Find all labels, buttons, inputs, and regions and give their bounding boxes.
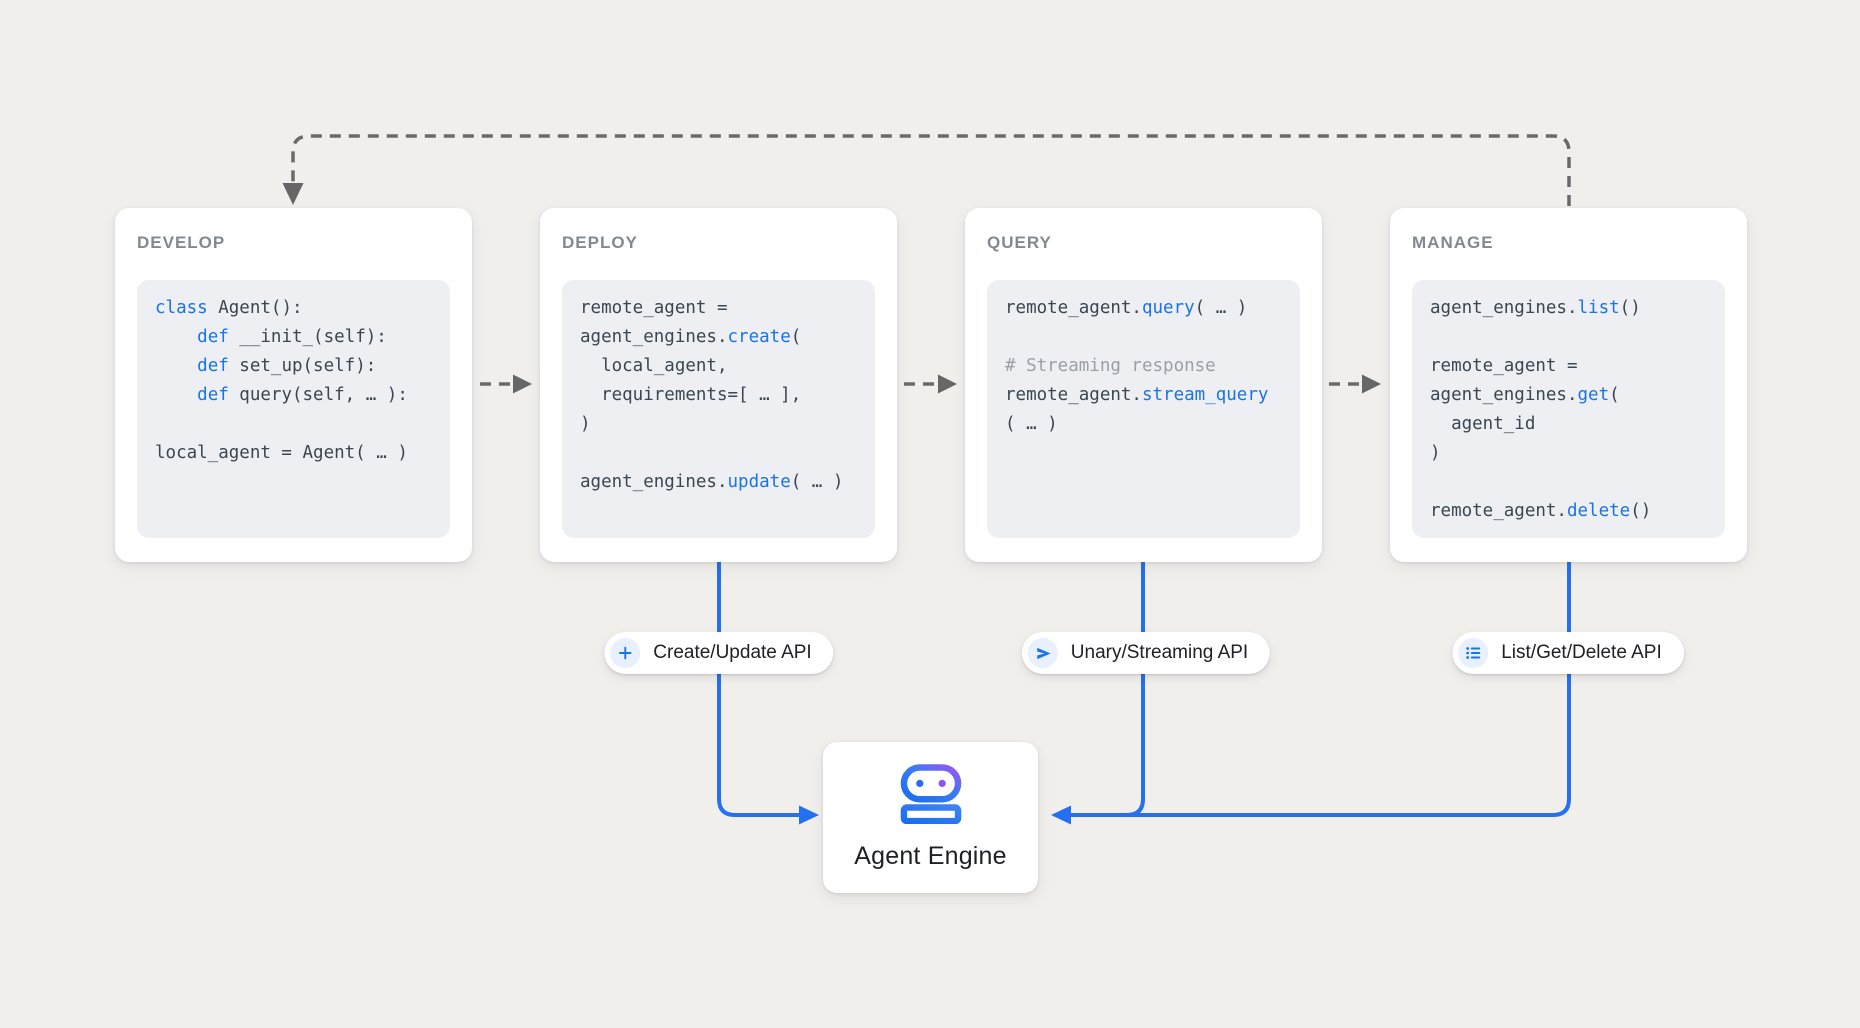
api-pill-label: Unary/Streaming API [1070, 642, 1249, 663]
connector-deploy-to-engine [717, 562, 819, 825]
api-pill-label: List/Get/Delete API [1501, 642, 1662, 663]
code-line: agent_engines.update( … ) [580, 472, 844, 492]
code-line: remote_agent = [1430, 356, 1578, 376]
code-line: local_agent, [580, 356, 728, 376]
code-line: requirements=[ … ], [580, 385, 802, 405]
connector-query-to-engine [1110, 562, 1145, 817]
stage-card-query: QUERY remote_agent.query( … ) # Streamin… [965, 208, 1322, 562]
code-line: remote_agent.stream_query [1005, 385, 1269, 405]
arrowhead-right-icon [513, 374, 532, 394]
code-line [155, 410, 432, 439]
api-pill-unary-streaming: Unary/Streaming API [1021, 632, 1271, 674]
connector-manage-to-engine [1051, 562, 1571, 825]
stage-title: DEPLOY [562, 233, 638, 252]
code-line [580, 439, 857, 468]
code-line: remote_agent = [580, 298, 728, 318]
code-line: agent_engines.create( [580, 327, 802, 347]
arrowhead-down-icon [282, 183, 304, 205]
stage-title: MANAGE [1412, 233, 1494, 252]
arrowhead-left-icon [1051, 805, 1071, 825]
stage-card-manage: MANAGE agent_engines.list() remote_agent… [1390, 208, 1747, 562]
robot-eye-left [915, 779, 923, 788]
code-line: agent_engines.list() [1430, 298, 1641, 318]
api-pill-list-get-delete: List/Get/Delete API [1452, 632, 1684, 674]
code-snippet-panel: agent_engines.list() remote_agent = agent… [1412, 280, 1725, 538]
code-snippet-panel: remote_agent = agent_engines.create( loca… [562, 280, 875, 538]
code-line: def set_up(self): [197, 356, 377, 376]
code-line [1005, 323, 1282, 352]
code-line: remote_agent.query( … ) [1005, 298, 1248, 318]
plus-icon [610, 638, 641, 668]
agent-engine-label: Agent Engine [854, 842, 1007, 870]
dashed-arrow-develop-to-deploy [480, 374, 532, 394]
code-line: # Streaming response [1005, 356, 1216, 376]
code-snippet-panel: remote_agent.query( … ) # Streaming resp… [987, 280, 1300, 538]
arrowhead-right-icon [938, 374, 957, 394]
stage-card-deploy: DEPLOY remote_agent = agent_engines.creat… [540, 208, 897, 562]
agent-engine-card: Agent Engine [823, 742, 1038, 893]
send-icon [1027, 638, 1058, 668]
stage-title: QUERY [987, 233, 1052, 252]
robot-icon [900, 764, 962, 829]
api-pill-create-update: Create/Update API [604, 632, 834, 674]
code-line: remote_agent.delete() [1430, 501, 1652, 521]
code-line [1430, 468, 1707, 497]
dashed-arrow-deploy-to-query [904, 374, 957, 394]
code-line: def __init_(self): [197, 327, 387, 347]
code-line: ( … ) [1005, 414, 1058, 434]
code-line: def query(self, … ): [197, 385, 408, 405]
code-snippet-panel: class Agent(): def __init_(self): def se… [137, 280, 450, 538]
robot-eye-right [938, 779, 946, 788]
code-line: agent_id [1430, 414, 1536, 434]
arrowhead-right-icon [799, 805, 819, 825]
code-line: ) [1430, 443, 1441, 463]
code-line: agent_engines.get( [1430, 385, 1620, 405]
code-line: local_agent = Agent( … ) [155, 443, 408, 463]
stage-title: DEVELOP [137, 233, 226, 252]
code-line: class Agent(): [155, 298, 303, 318]
api-pill-label: Create/Update API [653, 642, 812, 663]
code-line: ) [580, 414, 591, 434]
arrowhead-right-icon [1362, 374, 1381, 394]
stage-card-develop: DEVELOP class Agent(): def __init_(self)… [115, 208, 472, 562]
list-icon [1458, 638, 1489, 668]
code-line [1430, 323, 1707, 352]
dashed-arrow-query-to-manage [1329, 374, 1381, 394]
feedback-loop-dashed-arrow [282, 134, 1571, 206]
